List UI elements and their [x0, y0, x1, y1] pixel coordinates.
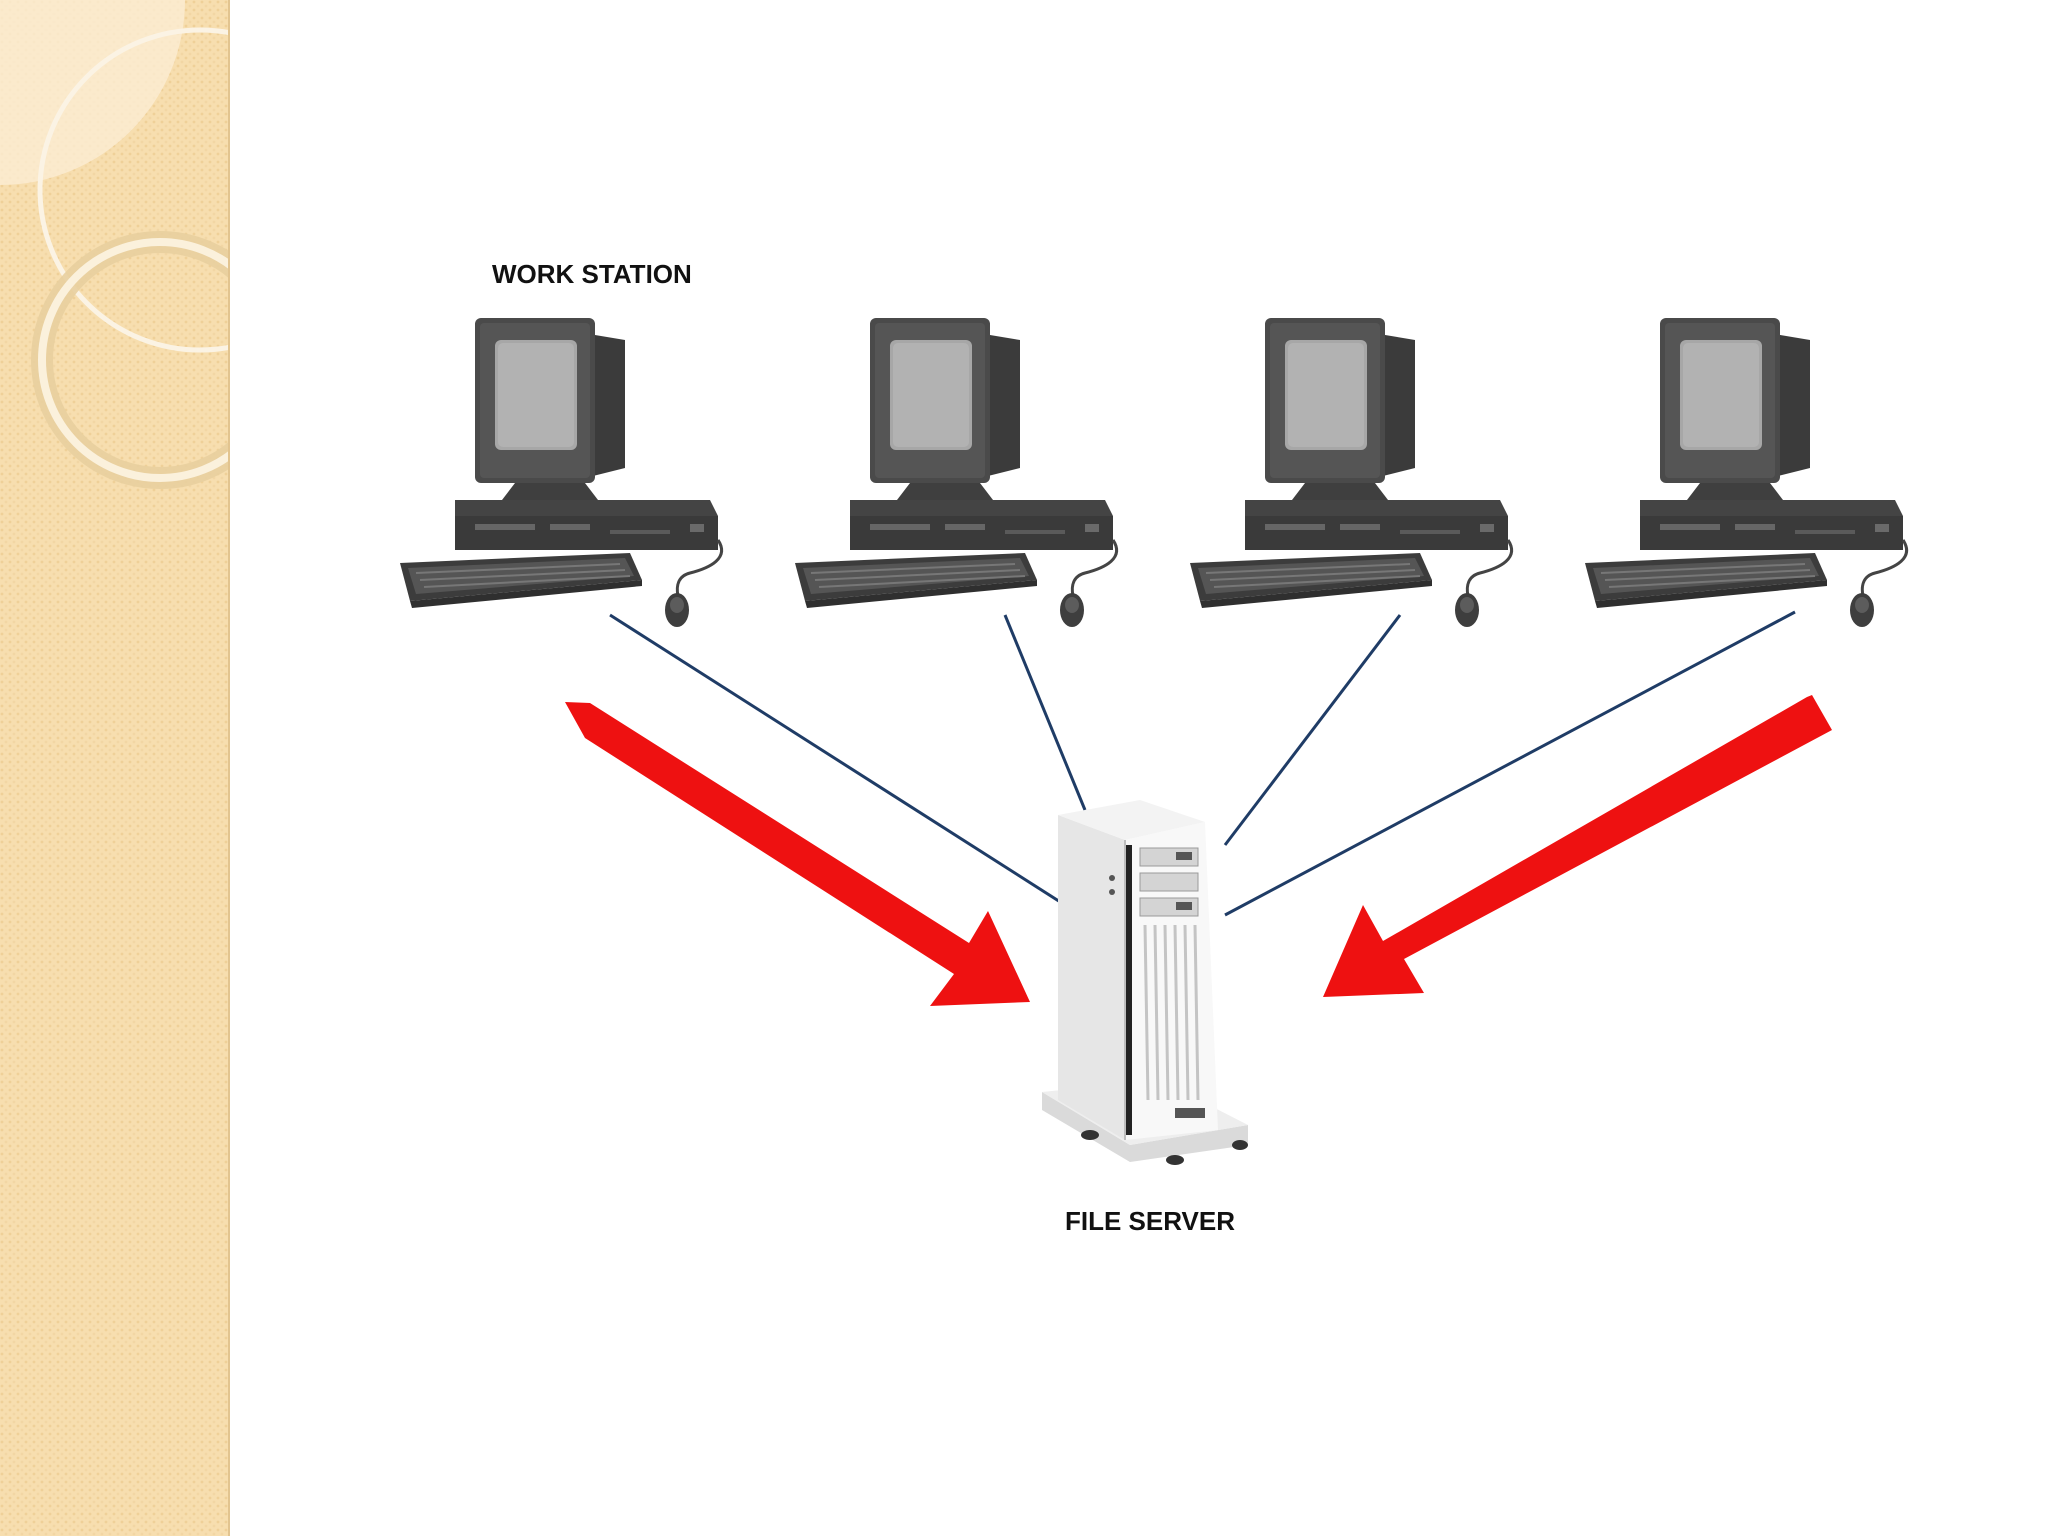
- link-line-2: [1003, 614, 1087, 811]
- decorative-circle-large: [37, 27, 230, 353]
- link-line-1: [609, 613, 1066, 907]
- red-arrow-left: [565, 702, 1030, 1006]
- link-line-4: [1224, 610, 1796, 917]
- file-server: [1042, 800, 1248, 1165]
- workstation-label: WORK STATION: [492, 259, 692, 289]
- decorative-side-strip: [0, 0, 230, 1536]
- link-line-3: [1223, 614, 1402, 846]
- decorative-ring-highlight: [38, 238, 230, 482]
- file-server-label: FILE SERVER: [1065, 1206, 1235, 1236]
- red-arrow-right: [1323, 695, 1832, 997]
